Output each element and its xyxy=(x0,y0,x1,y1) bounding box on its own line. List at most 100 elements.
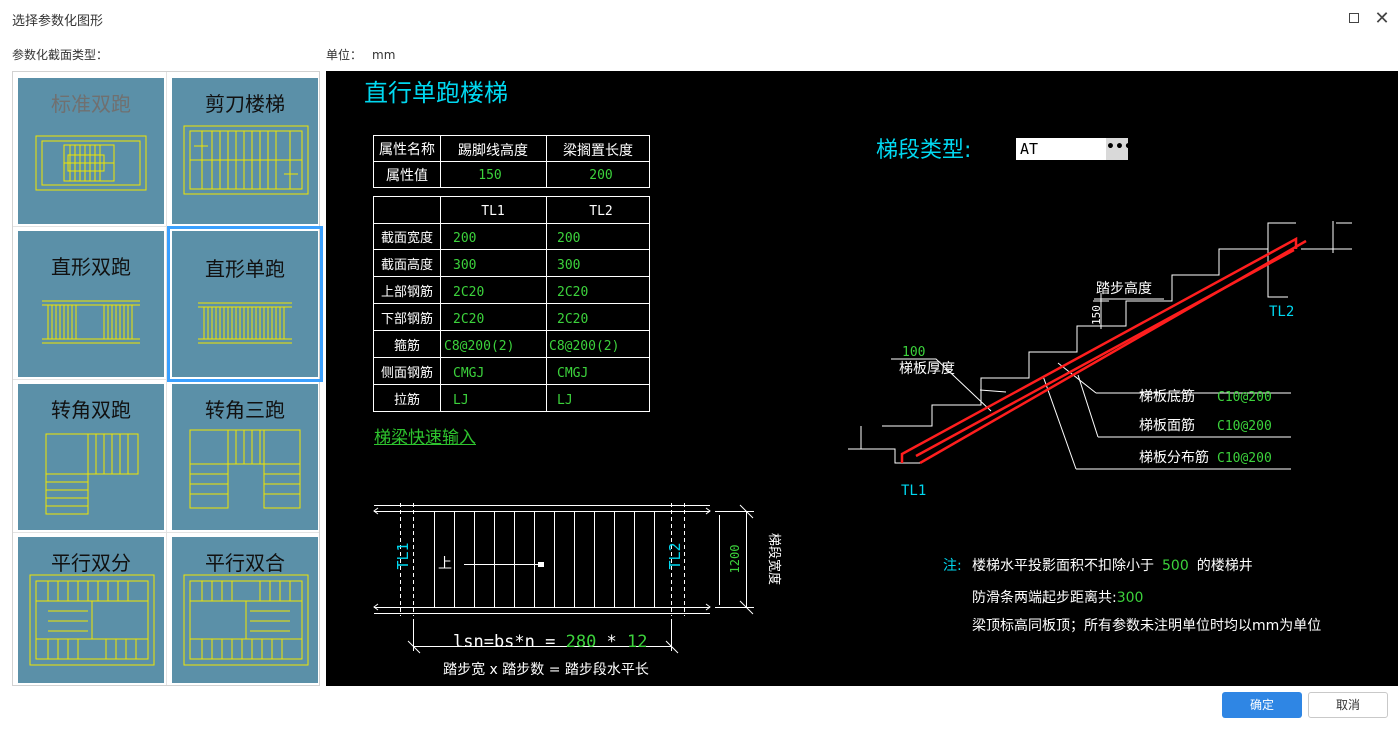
thickness-value[interactable]: 100 xyxy=(902,345,925,360)
section-type-label: 参数化截面类型： xyxy=(12,48,109,62)
parallel-split-icon xyxy=(29,574,155,666)
corner-triple-icon xyxy=(189,429,301,509)
attr-value-bearing[interactable]: 200 xyxy=(589,168,612,183)
section-tl1: TL1 xyxy=(901,483,926,499)
gallery-item-standard-double[interactable]: 标准双跑 xyxy=(18,78,164,224)
dist-rebar-value[interactable]: C10@200 xyxy=(1217,451,1272,466)
note-1a: 楼梯水平投影面积不扣除小于 xyxy=(972,558,1154,574)
beam-row-label: 箍筋 xyxy=(394,338,420,354)
beam-cell-tl2[interactable]: C8@200(2) xyxy=(549,339,619,354)
beam-cell-tl1[interactable]: LJ xyxy=(453,393,469,408)
corner-double-icon xyxy=(45,433,139,515)
beam-cell-tl2[interactable]: CMGJ xyxy=(557,366,588,381)
straight-double-icon xyxy=(42,300,140,344)
beam-cell-tl1[interactable]: 300 xyxy=(453,258,476,273)
bottom-rebar-value[interactable]: C10@200 xyxy=(1217,390,1272,405)
beam-cell-tl2[interactable]: LJ xyxy=(557,393,573,408)
beam-cell-tl2[interactable]: 300 xyxy=(557,258,580,273)
top-rebar-value[interactable]: C10@200 xyxy=(1217,419,1272,434)
title-bar: 选择参数化图形 ✕ xyxy=(0,0,1400,38)
close-icon[interactable]: ✕ xyxy=(1374,7,1390,29)
scissor-stair-icon xyxy=(183,125,309,195)
note-line-2: 防滑条两端起步距离共:300 xyxy=(972,589,1143,606)
segment-type-input[interactable]: AT xyxy=(1016,138,1128,160)
quick-input-link[interactable]: 梯梁快速输入 xyxy=(374,428,476,448)
gallery-item-label: 剪刀楼梯 xyxy=(205,92,285,116)
plan-width-value[interactable]: 1200 xyxy=(728,545,742,574)
unit-label: 单位：mm xyxy=(326,46,395,63)
beam-cell-tl1[interactable]: C8@200(2) xyxy=(444,339,514,354)
window-title: 选择参数化图形 xyxy=(12,14,104,29)
note-1-value: 500 xyxy=(1162,558,1189,574)
maximize-icon[interactable] xyxy=(1344,8,1364,28)
gallery-item-label: 直形双跑 xyxy=(51,255,131,279)
gallery-item-label: 平行双合 xyxy=(205,551,285,575)
gallery-item-corner-triple[interactable]: 转角三跑 xyxy=(172,384,318,530)
section-tl2: TL2 xyxy=(1269,304,1294,320)
cancel-button[interactable]: 取消 xyxy=(1308,692,1388,718)
gallery-item-straight-single[interactable]: 直形单跑 xyxy=(167,226,323,382)
gallery-item-label: 转角双跑 xyxy=(51,398,131,422)
beam-header-tl1: TL1 xyxy=(481,204,504,219)
segment-type-label: 梯段类型: xyxy=(876,138,971,163)
beam-row-label: 拉筋 xyxy=(394,392,420,408)
note-line-1: 楼梯水平投影面积不扣除小于 500 的楼梯井 xyxy=(972,558,1253,574)
step-height-value[interactable]: 150 xyxy=(1090,305,1103,325)
unit-caption: 单位： xyxy=(326,48,363,62)
formula-bs: 280 xyxy=(566,632,597,652)
note-line-3: 梁顶标高同板顶；所有参数未注明单位时均以mm为单位 xyxy=(972,617,1321,634)
gallery-item-label: 转角三跑 xyxy=(205,398,285,422)
stair-drawing: 直行单跑楼梯 属性名称 踢脚线高度 梁搁置长度 属性值 150 200 TL1 xyxy=(364,79,1352,678)
beam-cell-tl1[interactable]: CMGJ xyxy=(453,366,484,381)
note-prefix: 注: xyxy=(943,558,962,574)
preview-canvas: 直行单跑楼梯 属性名称 踢脚线高度 梁搁置长度 属性值 150 200 TL1 xyxy=(326,71,1398,686)
shape-gallery: 标准双跑 剪刀楼梯 xyxy=(12,71,323,686)
gallery-item-parallel-merge[interactable]: 平行双合 xyxy=(172,537,318,683)
beam-header-tl2: TL2 xyxy=(589,204,612,219)
straight-single-icon xyxy=(198,302,292,344)
plan-view xyxy=(373,503,754,654)
ok-button[interactable]: 确定 xyxy=(1222,692,1302,718)
beam-cell-tl2[interactable]: 200 xyxy=(557,231,580,246)
formula-prefix: lsn=bs*n = xyxy=(453,632,566,652)
parallel-merge-icon xyxy=(183,574,309,666)
attr-header: 属性名称 xyxy=(379,142,435,158)
beam-cell-tl1[interactable]: 200 xyxy=(453,231,476,246)
attr-row-label: 属性值 xyxy=(386,168,428,184)
gallery-divider xyxy=(166,72,167,685)
step-height-label: 踏步高度 xyxy=(1096,280,1152,297)
top-rebar-label: 梯板面筋 xyxy=(1139,417,1195,434)
beam-cell-tl1[interactable]: 2C20 xyxy=(453,312,484,327)
gallery-item-label: 标准双跑 xyxy=(51,92,131,116)
gallery-item-parallel-split[interactable]: 平行双分 xyxy=(18,537,164,683)
beam-row-label: 下部钢筋 xyxy=(381,311,433,327)
attr-header: 梁搁置长度 xyxy=(563,143,633,159)
gallery-item-corner-double[interactable]: 转角双跑 xyxy=(18,384,164,530)
gallery-divider xyxy=(13,226,319,227)
formula-times: * xyxy=(596,632,627,652)
plan-up-label: 上 xyxy=(438,556,452,572)
beam-row-label: 截面宽度 xyxy=(381,230,433,246)
beam-cell-tl1[interactable]: 2C20 xyxy=(453,285,484,300)
segment-type-browse-button[interactable]: ••• xyxy=(1106,138,1133,160)
attr-value-kick[interactable]: 150 xyxy=(478,168,501,183)
note-1b: 的楼梯井 xyxy=(1197,558,1253,574)
gallery-item-scissor[interactable]: 剪刀楼梯 xyxy=(172,78,318,224)
gallery-item-label: 直形单跑 xyxy=(205,257,285,281)
beam-row-label: 截面高度 xyxy=(381,257,433,273)
thickness-label: 梯板厚度 xyxy=(899,361,955,377)
beam-cell-tl2[interactable]: 2C20 xyxy=(557,312,588,327)
bottom-rebar-label: 梯板底筋 xyxy=(1139,388,1195,405)
gallery-item-straight-double[interactable]: 直形双跑 xyxy=(18,231,164,377)
beam-table xyxy=(373,196,650,412)
plan-tl2: TL2 xyxy=(666,542,684,569)
attr-table xyxy=(373,135,650,188)
section-view xyxy=(848,221,1352,470)
formula: lsn=bs*n = 280 * 12 xyxy=(453,632,648,652)
dist-rebar-label: 梯板分布筋 xyxy=(1139,449,1209,466)
beam-cell-tl2[interactable]: 2C20 xyxy=(557,285,588,300)
preview-title: 直行单跑楼梯 xyxy=(364,79,508,107)
plan-width-label: 梯段宽度 xyxy=(766,533,782,585)
beam-row-label: 上部钢筋 xyxy=(381,284,433,300)
formula-n: 12 xyxy=(627,632,647,652)
